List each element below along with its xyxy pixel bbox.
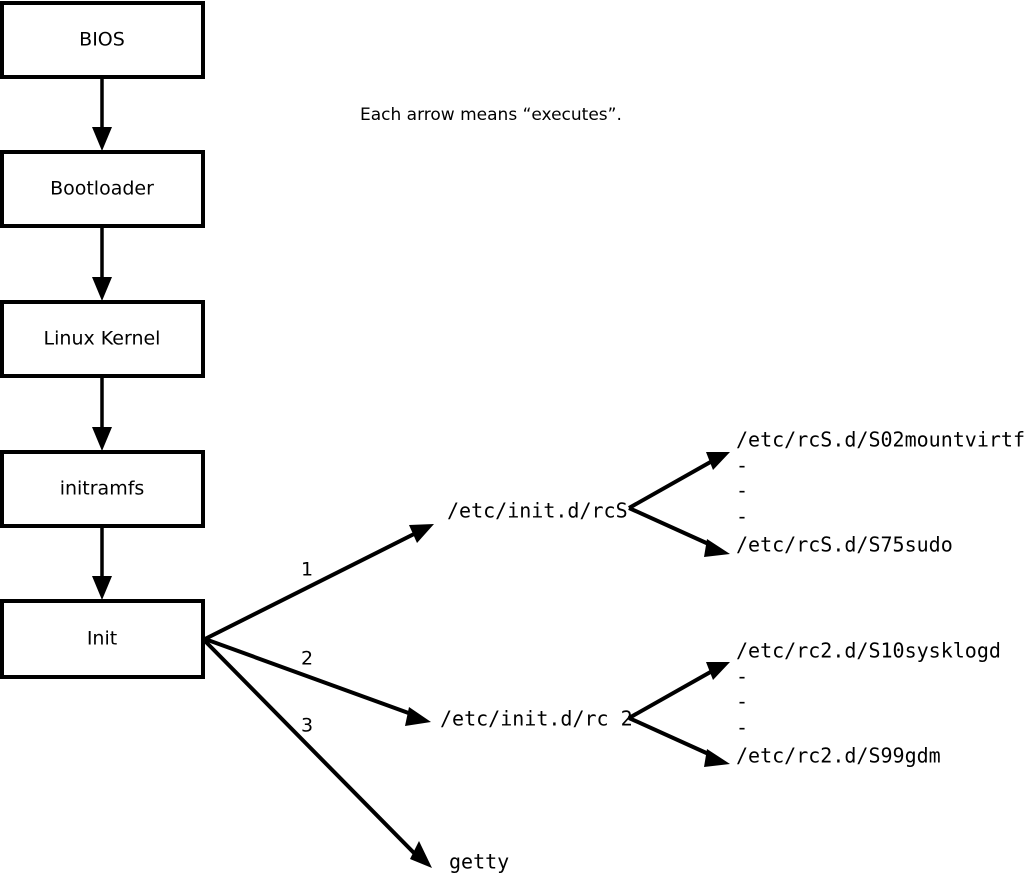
box-linux-kernel-label: Linux Kernel <box>44 328 161 350</box>
arrow-init-branch-3 <box>203 639 432 868</box>
branch-2-target-label: /etc/init.d/rc 2 <box>440 707 633 731</box>
branch-1-target-label: /etc/init.d/rcS <box>447 499 628 523</box>
chain-node-linux-kernel: Linux Kernel <box>0 300 205 378</box>
branch-number-3: 3 <box>301 715 313 737</box>
box-bios-label: BIOS <box>79 29 125 51</box>
arrowhead-diagonal-icon <box>704 749 730 767</box>
arrowhead-down-icon <box>92 127 112 151</box>
arrowhead-down-icon <box>92 427 112 451</box>
arrow-kernel-to-initramfs <box>92 377 112 451</box>
arrow-rc2-to-last-script <box>628 716 730 767</box>
rcs-last-script-label: /etc/rcS.d/S75sudo <box>736 533 953 557</box>
arrow-init-branch-2 <box>204 637 431 726</box>
diagram-caption: Each arrow means “executes”. <box>360 105 622 125</box>
rcs-ellipsis-dash-3: - <box>736 505 748 529</box>
box-init-label: Init <box>87 628 117 650</box>
arrowhead-diagonal-icon <box>706 662 730 680</box>
arrow-rcs-to-last-script <box>628 506 730 557</box>
arrow-initramfs-to-init <box>92 527 112 600</box>
rc2-first-script-label: /etc/rc2.d/S10sysklogd <box>736 639 1001 663</box>
chain-node-bios: BIOS <box>0 1 205 79</box>
arrow-rcs-to-first-script <box>628 452 730 510</box>
arrowhead-diagonal-icon <box>409 524 434 543</box>
arrowhead-diagonal-icon <box>704 539 730 557</box>
chain-node-init: Init <box>0 599 205 679</box>
box-initramfs-label: initramfs <box>60 478 145 500</box>
rc2-ellipsis-dash-1: - <box>736 665 748 689</box>
arrowhead-diagonal-icon <box>405 707 431 726</box>
branch-number-2: 2 <box>301 648 313 670</box>
rcs-first-script-label: /etc/rcS.d/S02mountvirtfs <box>736 428 1024 452</box>
arrow-rc2-to-first-script <box>628 662 730 720</box>
rc2-ellipsis-dash-3: - <box>736 716 748 740</box>
arrow-init-branch-1 <box>204 524 434 641</box>
rcs-ellipsis-dash-2: - <box>736 479 748 503</box>
arrowhead-down-icon <box>92 277 112 301</box>
arrow-bootloader-to-kernel <box>92 227 112 301</box>
branch-3-target-label: getty <box>449 850 509 874</box>
box-bootloader-label: Bootloader <box>50 178 154 200</box>
chain-node-bootloader: Bootloader <box>0 150 205 228</box>
box-initramfs <box>0 450 205 528</box>
rcs-ellipsis-dash-1: - <box>736 454 748 478</box>
chain-node-initramfs: initramfs <box>0 450 205 528</box>
branch-number-1: 1 <box>301 559 313 581</box>
box-bios <box>0 1 205 79</box>
arrowhead-diagonal-icon <box>706 452 730 470</box>
arrow-bios-to-bootloader <box>92 78 112 151</box>
box-init <box>0 599 205 679</box>
box-linux-kernel <box>0 300 205 378</box>
rc2-last-script-label: /etc/rc2.d/S99gdm <box>736 744 941 768</box>
arrowhead-down-icon <box>92 576 112 600</box>
rc2-ellipsis-dash-2: - <box>736 690 748 714</box>
box-bootloader <box>0 150 205 228</box>
arrowhead-diagonal-icon <box>410 841 432 868</box>
